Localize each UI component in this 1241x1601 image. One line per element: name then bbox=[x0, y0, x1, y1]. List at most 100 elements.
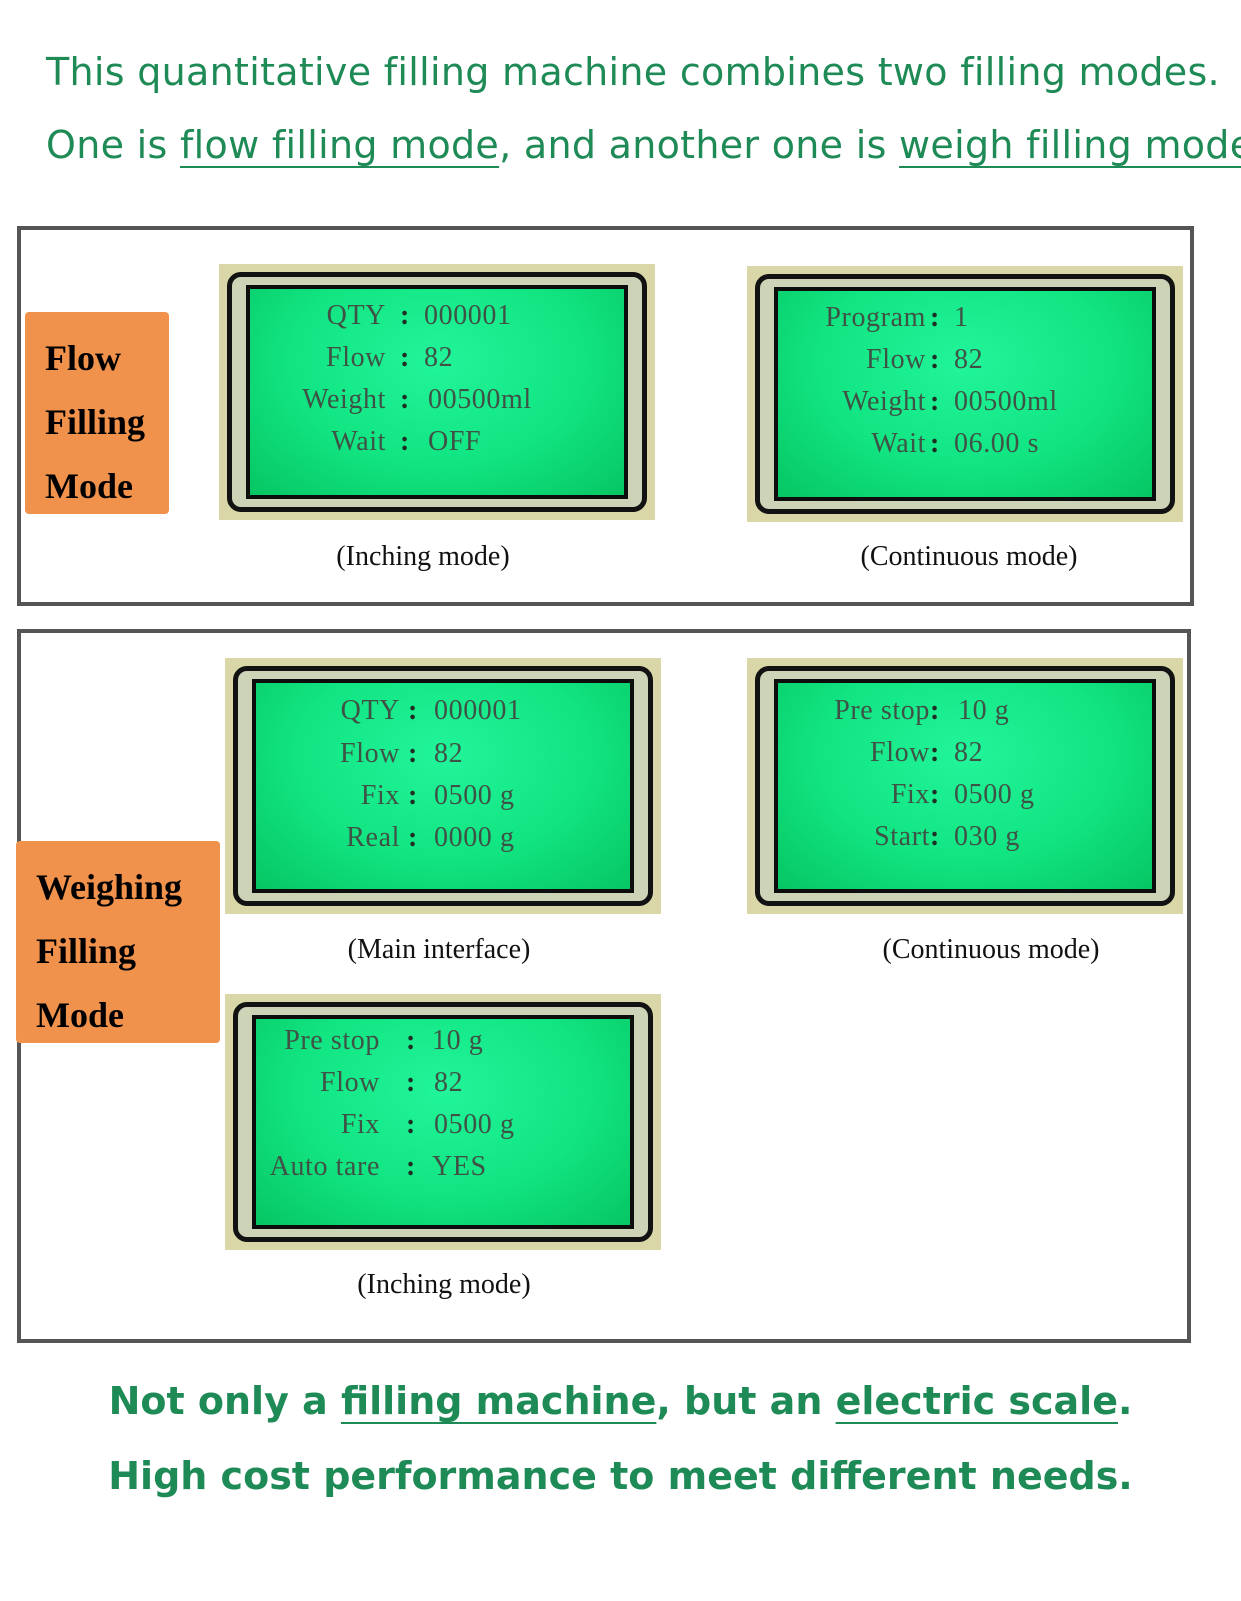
lcd-row: Flow : 82 bbox=[250, 337, 624, 379]
lcd-row: Flow : 82 bbox=[778, 732, 1152, 774]
lcd-colon: : bbox=[406, 1151, 416, 1182]
lcd-label: Program bbox=[825, 302, 926, 333]
lcd-colon: : bbox=[930, 821, 940, 852]
lcd-label: Wait bbox=[871, 428, 926, 459]
lcd-label: Auto tare bbox=[269, 1151, 380, 1182]
lcd-label: Weight bbox=[302, 384, 386, 415]
lcd-display: QTY : 000001 Flow : 82 Fix : 0500 g Real… bbox=[252, 679, 634, 893]
caption-flow-continuous: (Continuous mode) bbox=[860, 541, 1078, 572]
lcd-row: Weight : 00500ml bbox=[778, 381, 1152, 423]
lcd-label: Real bbox=[346, 822, 400, 853]
lcd-colon: : bbox=[408, 780, 418, 811]
lcd-row: Flow : 82 bbox=[256, 733, 630, 775]
lcd-value: 000001 bbox=[424, 300, 512, 331]
lcd-display: Pre stop : 10 g Flow : 82 Fix : 0500 g S… bbox=[774, 679, 1156, 893]
lcd-bezel: Program : 1 Flow : 82 Weight : 00500ml W… bbox=[755, 274, 1175, 514]
intro-line-2: One is flow filling mode, and another on… bbox=[46, 121, 1241, 169]
lcd-value: 82 bbox=[434, 1067, 464, 1098]
label-line: Filling bbox=[45, 402, 146, 442]
lcd-value: 030 g bbox=[954, 821, 1020, 852]
lcd-value: 00500ml bbox=[428, 384, 532, 415]
lcd-label: Pre stop bbox=[284, 1025, 380, 1056]
lcd-value: 1 bbox=[954, 302, 969, 333]
label-line: Filling bbox=[36, 931, 137, 971]
lcd-label: QTY bbox=[326, 300, 386, 331]
lcd-row: Fix : 0500 g bbox=[256, 1104, 630, 1146]
weighing-filling-mode-label: Weighing Filling Mode bbox=[16, 841, 220, 1043]
lcd-colon: : bbox=[406, 1067, 416, 1098]
lcd-colon: : bbox=[930, 428, 940, 459]
lcd-colon: : bbox=[406, 1109, 416, 1140]
lcd-row: Pre stop : 10 g bbox=[778, 690, 1152, 732]
lcd-display: QTY : 000001 Flow : 82 Weight : 00500ml … bbox=[246, 285, 628, 499]
lcd-label: Fix bbox=[360, 780, 400, 811]
flow-filling-mode-label: Flow Filling Mode bbox=[25, 312, 169, 514]
lcd-bezel: Pre stop : 10 g Flow : 82 Fix : 0500 g S… bbox=[755, 666, 1175, 906]
lcd-colon: : bbox=[930, 737, 940, 768]
lcd-value: 0500 g bbox=[954, 779, 1035, 810]
outro-line-1: Not only a filling machine, but an elect… bbox=[0, 1376, 1241, 1426]
lcd-colon: : bbox=[406, 1025, 416, 1056]
lcd-colon: : bbox=[400, 342, 410, 373]
lcd-label: Flow bbox=[870, 737, 930, 768]
lcd-value: 82 bbox=[424, 342, 454, 373]
lcd-row: Program : 1 bbox=[778, 297, 1152, 339]
lcd-row: QTY : 000001 bbox=[256, 690, 630, 732]
lcd-value: 10 g bbox=[432, 1025, 484, 1056]
lcd-row: Flow : 82 bbox=[778, 339, 1152, 381]
lcd-value: 0000 g bbox=[434, 822, 515, 853]
lcd-bezel: QTY : 000001 Flow : 82 Weight : 00500ml … bbox=[227, 272, 647, 512]
lcd-label: Pre stop bbox=[834, 695, 930, 726]
lcd-row: Wait : 06.00 s bbox=[778, 423, 1152, 465]
lcd-colon: : bbox=[400, 300, 410, 331]
flow-filling-mode-link[interactable]: flow filling mode bbox=[180, 123, 500, 167]
lcd-value: 00500ml bbox=[954, 386, 1058, 417]
label-line: Mode bbox=[36, 995, 124, 1035]
filling-machine-link[interactable]: filling machine bbox=[340, 1379, 657, 1423]
lcd-colon: : bbox=[930, 779, 940, 810]
lcd-row: Fix : 0500 g bbox=[256, 775, 630, 817]
label-line: Mode bbox=[45, 466, 133, 506]
lcd-value: 10 g bbox=[958, 695, 1010, 726]
lcd-label: Flow bbox=[340, 738, 400, 769]
lcd-value: 82 bbox=[954, 737, 984, 768]
lcd-label: Flow bbox=[326, 342, 386, 373]
lcd-screen-weigh-main: QTY : 000001 Flow : 82 Fix : 0500 g Real… bbox=[225, 658, 661, 914]
lcd-row: Weight : 00500ml bbox=[250, 379, 624, 421]
intro-text: One is bbox=[46, 123, 180, 167]
weigh-filling-mode-link[interactable]: weigh filling mode bbox=[899, 123, 1241, 167]
lcd-label: Fix bbox=[890, 779, 930, 810]
lcd-value: OFF bbox=[428, 426, 482, 457]
lcd-value: 000001 bbox=[434, 695, 522, 726]
caption-weigh-main: (Main interface) bbox=[347, 934, 531, 965]
intro-line-1: This quantitative filling machine combin… bbox=[46, 50, 1220, 94]
lcd-value: 82 bbox=[954, 344, 984, 375]
lcd-value: 82 bbox=[434, 738, 464, 769]
lcd-screen-weigh-inching: Pre stop : 10 g Flow : 82 Fix : 0500 g A… bbox=[225, 994, 661, 1250]
lcd-value: 0500 g bbox=[434, 780, 515, 811]
lcd-colon: : bbox=[400, 426, 410, 457]
label-line: Flow bbox=[45, 338, 121, 378]
lcd-row: Flow : 82 bbox=[256, 1062, 630, 1104]
lcd-colon: : bbox=[408, 822, 418, 853]
lcd-value: 06.00 s bbox=[954, 428, 1040, 459]
lcd-screen-flow-inching: QTY : 000001 Flow : 82 Weight : 00500ml … bbox=[219, 264, 655, 520]
lcd-row: Start : 030 g bbox=[778, 816, 1152, 858]
outro-line-2: High cost performance to meet different … bbox=[108, 1454, 1133, 1498]
lcd-screen-weigh-continuous: Pre stop : 10 g Flow : 82 Fix : 0500 g S… bbox=[747, 658, 1183, 914]
lcd-display: Program : 1 Flow : 82 Weight : 00500ml W… bbox=[774, 287, 1156, 501]
lcd-bezel: QTY : 000001 Flow : 82 Fix : 0500 g Real… bbox=[233, 666, 653, 906]
lcd-colon: : bbox=[930, 344, 940, 375]
lcd-label: Wait bbox=[331, 426, 386, 457]
lcd-label: Flow bbox=[320, 1067, 380, 1098]
lcd-value: YES bbox=[432, 1151, 487, 1182]
outro-text: . bbox=[1117, 1379, 1133, 1423]
lcd-row: Real : 0000 g bbox=[256, 817, 630, 859]
lcd-label: QTY bbox=[340, 695, 400, 726]
lcd-label: Weight bbox=[842, 386, 926, 417]
electric-scale-link[interactable]: electric scale bbox=[835, 1379, 1118, 1423]
lcd-row: Pre stop : 10 g bbox=[256, 1020, 630, 1062]
caption-weigh-continuous: (Continuous mode) bbox=[882, 934, 1100, 965]
lcd-colon: : bbox=[408, 695, 418, 726]
lcd-row: Wait : OFF bbox=[250, 421, 624, 463]
